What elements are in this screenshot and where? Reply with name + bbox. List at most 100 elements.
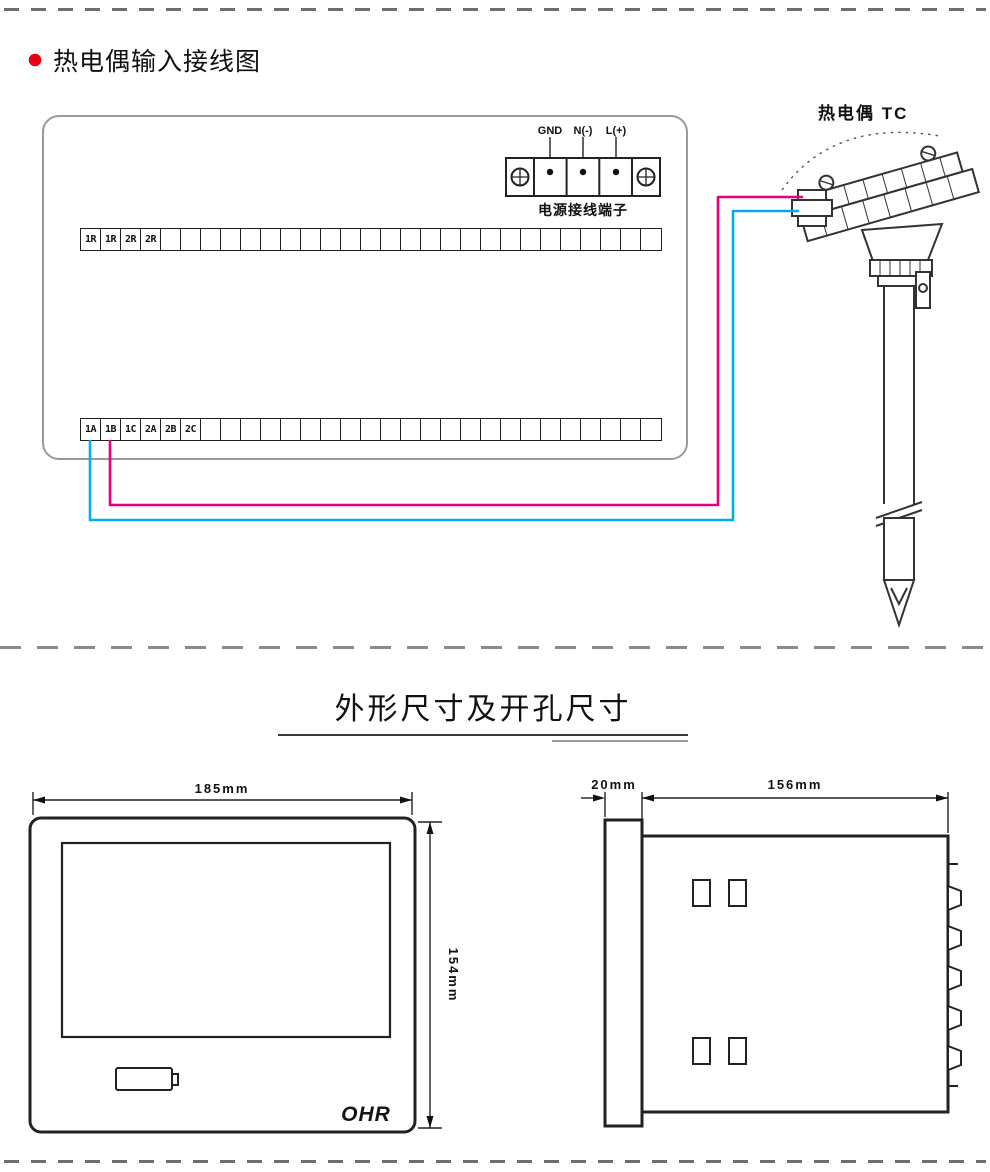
terminal-cell: 2C [181, 419, 201, 440]
front-view-drawing: OHR 185mm 154mm [28, 781, 461, 1134]
vent-slots [692, 879, 747, 1065]
arrowhead-left-icon [33, 796, 45, 804]
dimension-drawings: OHR 185mm 154mm [28, 777, 962, 1134]
terminal-cell [181, 229, 201, 250]
top-dashed-border [4, 8, 986, 11]
thermocouple-drawing [781, 131, 981, 629]
wiring-title: 热电偶输入接线图 [53, 48, 262, 76]
terminal-cell [301, 419, 321, 440]
terminal-cell: 2R [121, 229, 141, 250]
terminal-cell [561, 419, 581, 440]
width-dimension-lines [32, 792, 413, 815]
terminal-cell [361, 229, 381, 250]
terminal-cell [621, 229, 641, 250]
terminal-cell [481, 229, 501, 250]
arrowhead-up-icon [426, 822, 434, 834]
red-bullet-icon [28, 53, 42, 67]
terminal-cell [261, 419, 281, 440]
thermocouple-head [791, 145, 981, 287]
section-separator [0, 646, 990, 649]
terminal-cell [221, 419, 241, 440]
terminal-cell [441, 419, 461, 440]
terminal-cell [501, 229, 521, 250]
terminal-cell [241, 229, 261, 250]
arrowhead-down-icon [426, 1116, 434, 1128]
terminal-cell [261, 229, 281, 250]
terminal-cell [161, 229, 181, 250]
battery-slot [115, 1067, 179, 1091]
terminal-cell [221, 229, 241, 250]
arrowhead-bezel-icon [593, 794, 605, 802]
height-dimension-lines [418, 821, 442, 1129]
bottom-dashed-border [4, 1160, 986, 1163]
arrowhead-depth-left-icon [642, 794, 654, 802]
terminal-cell [521, 419, 541, 440]
thermocouple-probe [875, 271, 931, 629]
depth-dimension-lines [581, 792, 949, 833]
terminal-cell [361, 419, 381, 440]
terminal-cell: 2A [141, 419, 161, 440]
power-terminal-caption: 电源接线端子 [538, 202, 628, 218]
case-body [640, 834, 950, 1114]
title-underline-secondary [552, 740, 688, 742]
terminal-cell [201, 419, 221, 440]
terminal-cell: 1R [81, 229, 101, 250]
bezel-dimension-label: 20mm [591, 777, 637, 792]
terminal-cell [601, 419, 621, 440]
depth-dimension-label: 156mm [768, 777, 823, 792]
terminal-cell: 2R [141, 229, 161, 250]
terminal-cell [341, 419, 361, 440]
dimensions-title: 外形尺寸及开孔尺寸 [334, 693, 632, 726]
terminal-cell [461, 419, 481, 440]
display-screen [60, 841, 392, 1039]
power-terminal-block: GND N(-) L(+) [505, 125, 661, 197]
terminal-cell [241, 419, 261, 440]
terminal-cell [321, 229, 341, 250]
terminal-cell: 1A [81, 419, 101, 440]
thermocouple-label: 热电偶 TC [818, 104, 909, 123]
hex-fitting [797, 189, 827, 201]
terminal-cell [541, 229, 561, 250]
height-dimension-label: 154mm [446, 948, 461, 1003]
terminal-cell [421, 419, 441, 440]
terminal-cell [561, 229, 581, 250]
power-block-body [505, 157, 661, 197]
thermocouple-cap-dotted-arc [781, 131, 941, 191]
terminal-cell: 2B [161, 419, 181, 440]
terminal-cell: 1C [121, 419, 141, 440]
terminal-cell [401, 229, 421, 250]
terminal-cell [381, 419, 401, 440]
terminal-cell [281, 419, 301, 440]
terminal-cell [481, 419, 501, 440]
brand-logo: OHR [341, 1103, 391, 1126]
terminal-cell [641, 229, 661, 250]
terminal-cell [581, 229, 601, 250]
terminal-cell [381, 229, 401, 250]
terminal-dots [546, 168, 620, 176]
terminal-cell [621, 419, 641, 440]
arrowhead-depth-right-icon [936, 794, 948, 802]
terminal-cell [541, 419, 561, 440]
mounting-rail-teeth [947, 863, 962, 1087]
terminal-cell [601, 229, 621, 250]
terminal-cell: 1B [101, 419, 121, 440]
terminal-cell [281, 229, 301, 250]
terminal-cell [501, 419, 521, 440]
terminal-cell [441, 229, 461, 250]
terminal-cell [301, 229, 321, 250]
terminal-cell [521, 229, 541, 250]
terminal-cell [201, 229, 221, 250]
terminal-cell [641, 419, 661, 440]
terminal-cell [341, 229, 361, 250]
terminal-cell [401, 419, 421, 440]
wiring-section-heading: 热电偶输入接线图 [28, 42, 261, 78]
terminal-cell [461, 229, 481, 250]
terminal-cell [581, 419, 601, 440]
arrowhead-right-icon [400, 796, 412, 804]
terminal-cell: 1R [101, 229, 121, 250]
terminal-cell [421, 229, 441, 250]
power-label-neutral: N(-) [574, 125, 593, 137]
title-underline [278, 734, 688, 736]
power-label-live: L(+) [606, 125, 627, 137]
